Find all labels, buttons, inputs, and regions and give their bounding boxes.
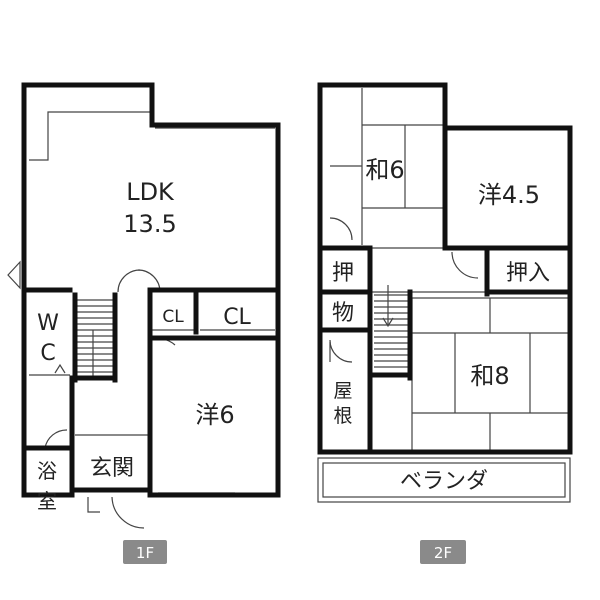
- floor-1f-tag-text: 1F: [136, 544, 154, 562]
- floor-2f-tag: 2F: [420, 540, 466, 564]
- entrance-label: 玄関: [90, 456, 134, 481]
- western-room-6-label: 洋6: [195, 401, 234, 429]
- japanese-room-8-label: 和8: [470, 362, 509, 390]
- bath-top-label: 浴: [37, 459, 57, 483]
- japanese-room-6-label: 和6: [365, 156, 404, 184]
- floor-1f: LDK 13.5 CL CL W C 洋6 玄関 浴 室 1F: [7, 82, 281, 564]
- closet-oshiire-label: 押入: [506, 261, 550, 286]
- closet-small-label: CL: [162, 307, 184, 327]
- storage-label: 物: [332, 301, 354, 326]
- floor-1f-tag: 1F: [123, 540, 167, 564]
- veranda-label: ベランダ: [400, 469, 488, 494]
- attic-top-label: 屋: [333, 380, 352, 402]
- wc-top-label: W: [37, 311, 59, 336]
- closet-oshi-label: 押: [332, 261, 354, 286]
- floor-2f-tag-text: 2F: [434, 544, 452, 562]
- bath-bottom-label: 室: [37, 489, 57, 513]
- ldk-size-label: 13.5: [123, 210, 176, 238]
- attic-bottom-label: 根: [333, 405, 352, 427]
- western-room-4-5-label: 洋4.5: [478, 181, 540, 209]
- wc-bottom-label: C: [40, 341, 55, 366]
- closet-large-label: CL: [223, 305, 251, 330]
- floor-2f: 和6 洋4.5 押 押入 物 屋 根 和8 ベランダ 2F: [317, 82, 573, 564]
- ldk-name-label: LDK: [126, 178, 175, 206]
